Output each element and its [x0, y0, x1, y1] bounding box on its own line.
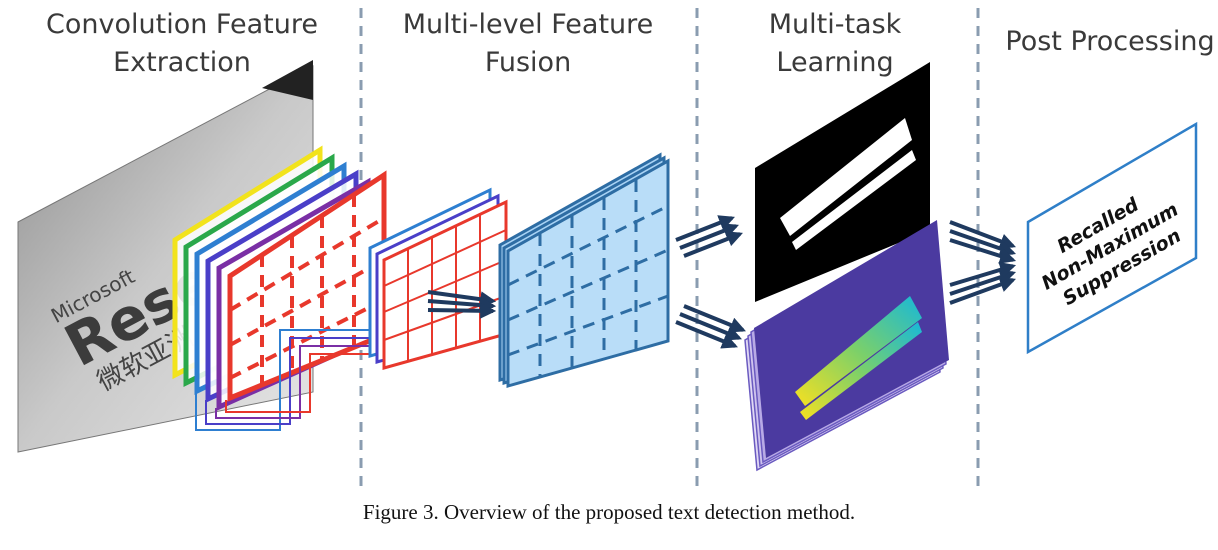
conv-feature-layers [172, 145, 387, 431]
stage-title-conv-line1: Convolution Feature [46, 9, 318, 40]
arrow-to-fusion [427, 290, 497, 319]
post-processing-box: Recalled Non-Maximum Suppression [1026, 121, 1198, 355]
fusion-input-layers [368, 187, 508, 370]
stage-title-fusion-line2: Fusion [485, 47, 571, 78]
stage-titles: Convolution Feature Extraction Multi-lev… [46, 9, 1215, 78]
fusion-feature-map [498, 152, 670, 388]
stage-title-multitask-line1: Multi-task [769, 9, 902, 40]
arrow-to-post-from-score [949, 220, 1017, 264]
geometry-map [744, 220, 949, 472]
score-map-text-region [780, 118, 912, 236]
geometry-map-text-region [795, 296, 922, 406]
stage-title-multitask-line2: Learning [776, 47, 893, 78]
stage-title-post-line1: Post Processing [1005, 26, 1214, 57]
figure-caption: Figure 3. Overview of the proposed text … [362, 500, 856, 524]
stage-title-fusion-line1: Multi-level Feature [403, 9, 654, 40]
score-map [755, 62, 930, 302]
stage-title-conv-line2: Extraction [113, 47, 251, 78]
input-image-dark-band [262, 60, 313, 100]
arrow-to-geometry-map [675, 304, 746, 349]
arrow-to-post-from-geometry [949, 262, 1017, 305]
arrow-to-score-map [675, 215, 743, 258]
